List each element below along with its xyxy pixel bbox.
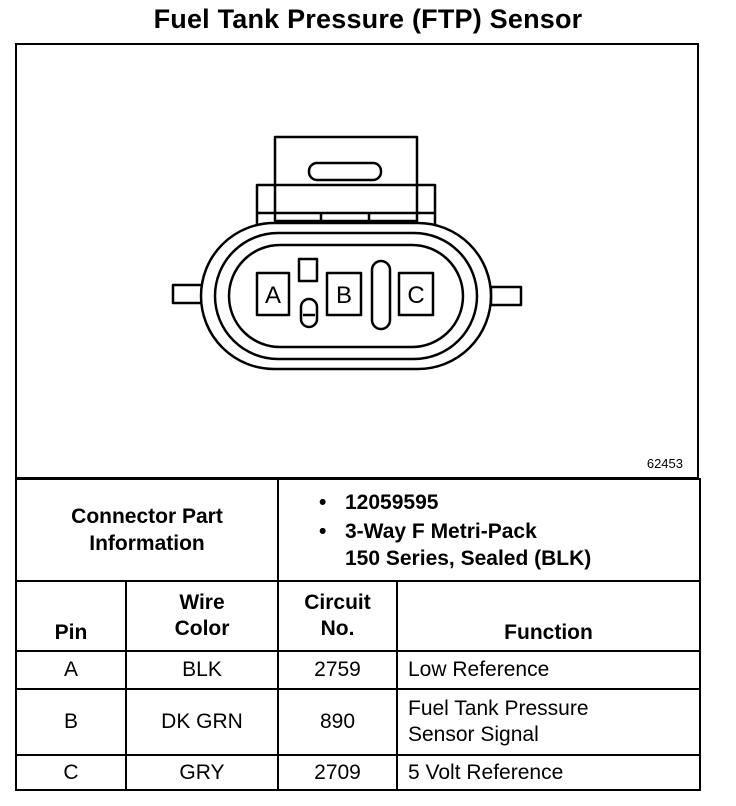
wire-color-cell: DK GRN [125, 688, 279, 756]
circuit-cell: 2709 [277, 754, 398, 791]
connector-info-label: Connector Part Information [15, 478, 279, 582]
connector-info-label-line2: Information [89, 532, 205, 555]
circuit-cell: 890 [277, 688, 398, 756]
pin-label-b: B [336, 282, 352, 309]
table-row: B DK GRN 890 Fuel Tank Pressure Sensor S… [15, 688, 701, 756]
header-pin: Pin [15, 580, 127, 652]
connector-type-line1: 3-Way F Metri-Pack [345, 519, 537, 543]
header-wire-color-line2: Color [174, 617, 230, 640]
connector-info-row: Connector Part Information 12059595 3-Wa… [15, 478, 701, 582]
key-top [297, 257, 319, 283]
key-bottom [299, 297, 319, 329]
wire-color-cell: GRY [125, 754, 279, 791]
left-side-tab [171, 283, 205, 305]
connector-illustration: A B C [171, 135, 523, 371]
pin-cavity-a [255, 271, 291, 317]
header-wire-color-line1: Wire [179, 591, 225, 614]
circuit-cell: 2759 [277, 650, 398, 690]
pin-cavity-b [325, 271, 363, 317]
figure-id: 62453 [646, 456, 683, 471]
header-wire-color: Wire Color [125, 580, 279, 652]
function-line2: Sensor Signal [408, 723, 539, 746]
table-row: C GRY 2709 5 Volt Reference [15, 754, 701, 791]
pin-label-a: A [265, 282, 281, 309]
function-cell: Low Reference [396, 650, 701, 690]
function-cell: 5 Volt Reference [396, 754, 701, 791]
right-side-tab [489, 285, 523, 307]
header-circuit-line1: Circuit [304, 591, 371, 614]
function-line1: Fuel Tank Pressure [408, 697, 589, 720]
connector-info-label-line1: Connector Part [71, 505, 223, 528]
page-title: Fuel Tank Pressure (FTP) Sensor [153, 4, 583, 34]
header-function: Function [396, 580, 701, 652]
table-row: A BLK 2759 Low Reference [15, 650, 701, 690]
connector-info-list: 12059595 3-Way F Metri-Pack 150 Series, … [277, 478, 701, 582]
table-header-row: Pin Wire Color Circuit No. Function [15, 580, 701, 652]
connector-diagram: A B C 62453 [15, 43, 699, 479]
connector-pinout-table: Connector Part Information 12059595 3-Wa… [15, 478, 701, 791]
pin-cavity-c [397, 271, 435, 317]
connector-type-line2: 150 Series, Sealed (BLK) [345, 546, 592, 570]
latch-shoulder [255, 183, 437, 225]
pin-cell: C [15, 754, 127, 791]
pin-cell: B [15, 688, 127, 756]
header-circuit: Circuit No. [277, 580, 398, 652]
pin-label-c: C [407, 282, 424, 309]
connector-type: 3-Way F Metri-Pack 150 Series, Sealed (B… [319, 518, 699, 572]
connector-part-number: 12059595 [319, 489, 699, 516]
header-circuit-line2: No. [320, 617, 355, 640]
pin-cell: A [15, 650, 127, 690]
wire-color-cell: BLK [125, 650, 279, 690]
polarization-rib [370, 259, 392, 331]
function-cell: Fuel Tank Pressure Sensor Signal [396, 688, 701, 756]
latch-slot [307, 161, 383, 182]
